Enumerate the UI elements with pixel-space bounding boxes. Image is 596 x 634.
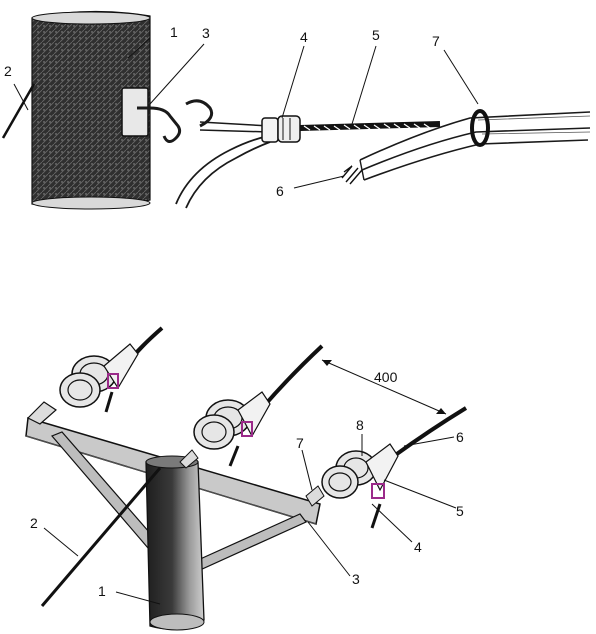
stripped-wire-end (341, 165, 363, 185)
sip-bundle (359, 111, 591, 181)
bottom-label-1: 1 (98, 583, 106, 599)
anchor-clamp-wire (199, 121, 271, 133)
top-label-6: 6 (276, 183, 284, 199)
conductor-right (392, 406, 468, 458)
top-label-3: 3 (202, 25, 210, 41)
hook (137, 106, 182, 143)
ground-wire-bottom (40, 467, 162, 607)
bottom-diagram: 400 1 2 3 4 5 6 7 8 (25, 326, 468, 631)
bracket-plate (121, 87, 149, 137)
top-label-7: 7 (432, 33, 440, 49)
top-label-2: 2 (4, 63, 12, 79)
wooden-pole (31, 10, 151, 210)
insulator-middle (179, 391, 271, 469)
bottom-label-7: 7 (296, 435, 304, 451)
clamp (261, 115, 301, 143)
bottom-label-4: 4 (414, 539, 422, 555)
binding-strap (470, 109, 490, 147)
insulator-right (305, 443, 399, 507)
messenger-wire (299, 121, 441, 131)
bottom-label-6: 6 (456, 429, 464, 445)
top-label-1: 1 (170, 24, 178, 40)
ground-wire (1, 83, 36, 139)
drop-cable (175, 135, 271, 209)
insulator-left (59, 343, 139, 408)
bottom-label-2: 2 (30, 515, 38, 531)
concrete-pole (145, 455, 205, 631)
top-label-5: 5 (372, 27, 380, 43)
bottom-label-3: 3 (352, 571, 360, 587)
dimension-400: 400 (321, 359, 447, 415)
top-label-4: 4 (300, 29, 308, 45)
conductor-middle (262, 344, 324, 408)
brace-right (197, 513, 307, 571)
dimension-label: 400 (374, 369, 398, 385)
top-diagram: 1 2 3 4 5 6 7 (1, 10, 591, 210)
bottom-label-8: 8 (356, 417, 364, 433)
bottom-label-5: 5 (456, 503, 464, 519)
